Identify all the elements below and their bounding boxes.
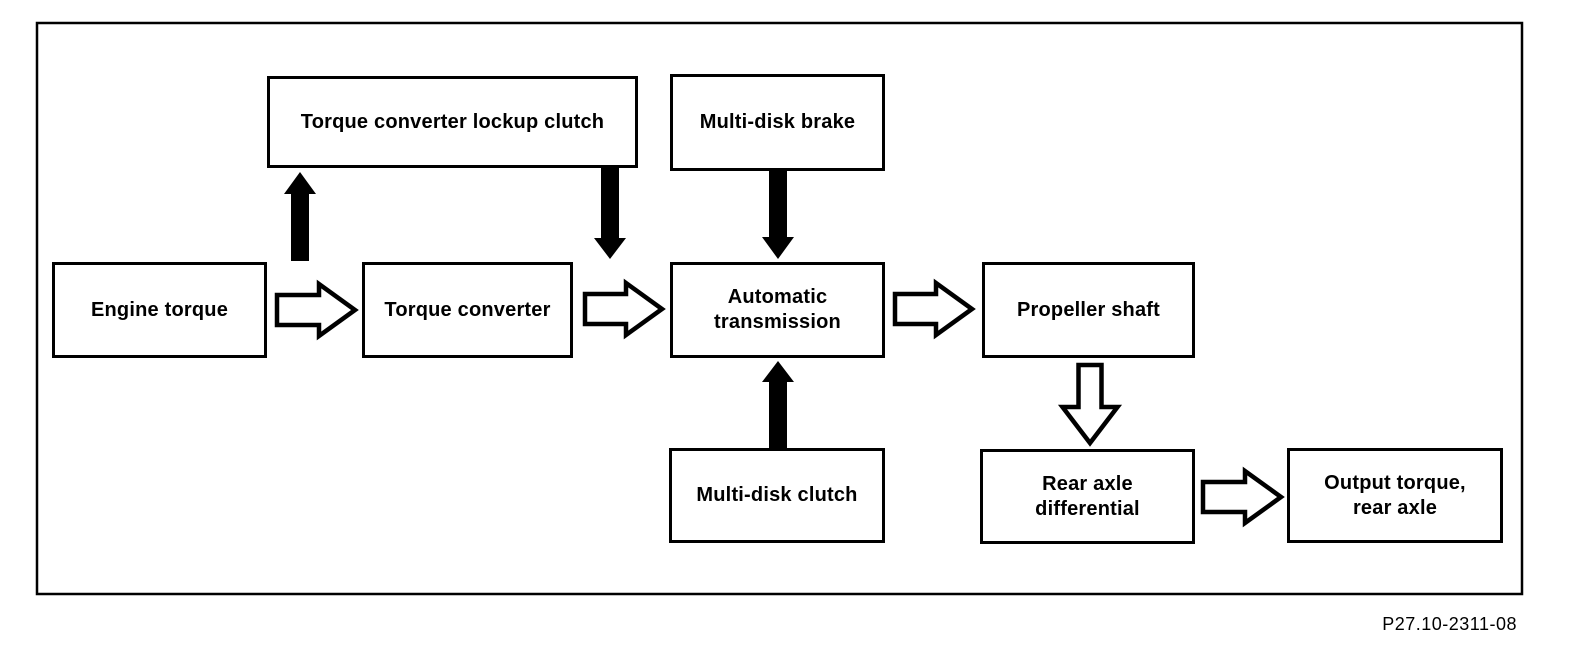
box-torque-converter-lockup-clutch-label: Torque converter lockup clutch [300,110,605,133]
box-automatic-transmission-label: Automatic transmission [714,286,841,333]
box-multi-disk-clutch-label: Multi-disk clutch [696,484,858,506]
box-rear-axle-differential: Rear axle differential [980,449,1195,544]
diagram-frame [35,21,1524,596]
box-multi-disk-brake-label: Multi-disk brake [699,111,856,133]
box-torque-converter-lockup-clutch: Torque converter lockup clutch [267,76,638,168]
box-engine-torque-label: Engine torque [90,298,229,321]
solid-arrow-down-from-lockup-clutch [594,168,626,259]
box-automatic-transmission: Automatic transmission [670,262,885,358]
box-engine-torque: Engine torque [52,262,267,358]
box-propeller-shaft: Propeller shaft [982,262,1195,358]
flow-arrow-propeller-to-rear-axle [1057,362,1123,447]
flow-arrow-engine-to-converter [274,279,359,341]
box-torque-converter-label: Torque converter [384,298,551,321]
box-propeller-shaft-label: Propeller shaft [1016,298,1161,321]
solid-arrow-up-to-lockup-clutch [284,172,316,261]
box-output-torque-rear-axle-label: Output torque, rear axle [1324,471,1466,519]
box-rear-axle-differential-label: Rear axle differential [1035,472,1140,520]
box-multi-disk-clutch: Multi-disk clutch [669,448,885,543]
box-output-torque-rear-axle: Output torque, rear axle [1287,448,1503,543]
solid-arrow-clutch-to-transmission [762,361,794,448]
box-multi-disk-brake: Multi-disk brake [670,74,885,171]
drawing-code: P27.10-2311-08 [1382,614,1517,634]
flow-arrow-rear-axle-to-output [1200,466,1285,528]
box-torque-converter: Torque converter [362,262,573,358]
flow-arrow-converter-to-transmission [582,278,666,340]
flow-arrow-transmission-to-propeller [892,278,976,340]
solid-arrow-brake-to-transmission [762,171,794,259]
